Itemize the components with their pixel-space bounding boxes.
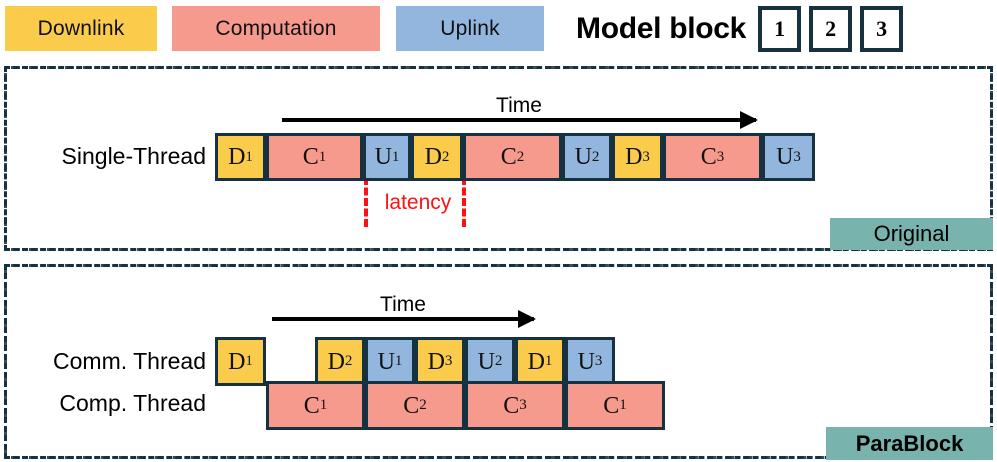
block-subscript: 3 — [793, 148, 801, 165]
block-subscript: 1 — [245, 353, 253, 369]
block-base-letter: C — [302, 144, 319, 170]
block-subscript: 1 — [394, 353, 403, 369]
block-base-letter: D — [527, 348, 545, 375]
legend-row: Downlink Computation Uplink Model block … — [0, 0, 997, 58]
block-base-letter: C — [403, 392, 420, 419]
panel-badge-original-label: Original — [873, 221, 950, 246]
row-label-comm-thread: Comm. Thread — [53, 348, 206, 374]
model-block-box-1: 1 — [758, 6, 802, 52]
legend-label-computation: Computation — [215, 16, 337, 40]
time-axis-line-parablock — [272, 317, 534, 321]
block-subscript: 1 — [318, 148, 327, 165]
block-subscript: 2 — [441, 148, 450, 165]
block-subscript: 1 — [619, 397, 627, 413]
block-base-letter: U — [574, 144, 592, 170]
block-base-letter: D — [327, 348, 345, 375]
legend-chip-uplink: Uplink — [396, 6, 544, 51]
model-block-title: Model block — [576, 12, 747, 45]
block-subscript: 3 — [642, 148, 650, 165]
latency-marker-left — [364, 177, 368, 227]
block-subscript: 2 — [494, 353, 503, 369]
block-base-letter: U — [374, 144, 392, 170]
time-axis-label-original: Time — [496, 94, 542, 117]
block-subscript: 1 — [544, 353, 553, 369]
block-subscript: 1 — [391, 148, 400, 165]
block-base-letter: C — [700, 144, 717, 170]
panel-badge-parablock-label: ParaBlock — [855, 430, 964, 456]
block-subscript: 2 — [591, 148, 600, 165]
block-base-letter: C — [603, 392, 620, 419]
model-block-box-2: 2 — [809, 6, 853, 52]
block-subscript: 2 — [419, 397, 427, 413]
legend-label-uplink: Uplink — [440, 16, 500, 40]
block-base-letter: D — [427, 348, 445, 375]
model-block-legend: Model block 1 2 3 — [576, 2, 904, 56]
block-subscript: 3 — [519, 397, 527, 413]
panel-badge-original: Original — [830, 218, 993, 250]
latency-label: latency — [384, 191, 452, 214]
block-subscript: 3 — [716, 148, 725, 165]
block-base-letter: U — [776, 144, 794, 170]
time-axis-label-parablock: Time — [380, 293, 426, 316]
legend-label-downlink: Downlink — [37, 16, 125, 40]
legend-chip-downlink: Downlink — [5, 6, 157, 51]
block-base-letter: U — [477, 348, 495, 375]
latency-marker-right — [462, 177, 466, 227]
panel-badge-parablock: ParaBlock — [826, 427, 993, 460]
block-base-letter: D — [424, 144, 442, 170]
block-base-letter: U — [377, 348, 395, 375]
time-axis-arrowhead-original — [740, 111, 758, 129]
panel-original — [4, 66, 993, 251]
block-base-letter: C — [503, 392, 520, 419]
block-subscript: 1 — [319, 397, 328, 413]
model-block-box-3: 3 — [860, 6, 904, 52]
block-base-letter: D — [625, 144, 643, 170]
block-subscript: 1 — [245, 148, 253, 165]
row-label-comp-thread: Comp. Thread — [59, 390, 206, 416]
block-subscript: 2 — [516, 148, 525, 165]
block-base-letter: D — [228, 348, 246, 375]
block-base-letter: C — [303, 392, 320, 419]
block-subscript: 2 — [344, 353, 353, 369]
block-subscript: 3 — [444, 353, 453, 369]
time-axis-line-original — [282, 118, 756, 122]
block-subscript: 3 — [594, 353, 603, 369]
row-label-single-thread: Single-Thread — [61, 143, 206, 169]
legend-chip-computation: Computation — [172, 6, 380, 51]
block-base-letter: D — [228, 144, 246, 170]
block-base-letter: C — [500, 144, 517, 170]
time-axis-arrowhead-parablock — [518, 310, 536, 328]
block-base-letter: U — [577, 348, 595, 375]
